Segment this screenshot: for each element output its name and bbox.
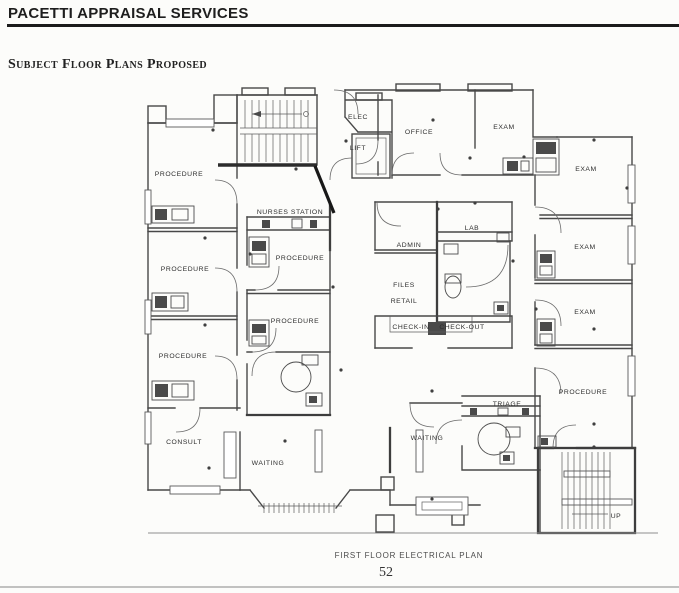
page-number: 52 (379, 565, 393, 580)
room-label-lift: LIFT (350, 145, 366, 152)
room-label-exam: EXAM (493, 124, 514, 131)
room-label-lab: LAB (465, 225, 480, 232)
room-label-procedure: PROCEDURE (276, 255, 324, 262)
room-label-exam: EXAM (574, 244, 595, 251)
room-label-retail: RETAIL (391, 298, 418, 305)
windows (144, 118, 636, 516)
room-label-consult: CONSULT (166, 439, 202, 446)
room-label-procedure: PROCEDURE (155, 171, 203, 178)
room-label-files: FILES (393, 282, 415, 289)
electrical-symbols (203, 118, 629, 501)
room-label-procedure: PROCEDURE (161, 266, 209, 273)
plan-caption: FIRST FLOOR ELECTRICAL PLAN (334, 551, 484, 560)
annotation-line (313, 165, 336, 214)
room-label-exam: EXAM (574, 309, 595, 316)
report-subtitle: Subject Floor Plans Proposed (8, 57, 208, 72)
bottom-edge-line (0, 586, 679, 588)
room-label-admin: ADMIN (397, 242, 422, 249)
room-label-nurses-station: NURSES STATION (257, 209, 323, 216)
room-label-procedure: PROCEDURE (559, 389, 607, 396)
stair-treads (240, 100, 611, 529)
fixtures (151, 138, 560, 465)
room-label-procedure: PROCEDURE (271, 318, 319, 325)
room-label-check-in: CHECK-IN (392, 324, 429, 331)
room-label-office: OFFICE (405, 129, 433, 136)
room-label-triage: TRIAGE (493, 401, 522, 408)
room-label-waiting: WAITING (252, 460, 285, 467)
report-header: PACETTI APPRAISAL SERVICES (8, 5, 249, 22)
room-label-exam: EXAM (575, 166, 596, 173)
room-label-procedure: PROCEDURE (159, 353, 207, 360)
room-label-up: UP (611, 513, 622, 520)
door-arcs (175, 89, 577, 449)
room-label-elec: ELEC (348, 114, 368, 121)
room-label-check-out: CHECK-OUT (439, 324, 484, 331)
room-label-waiting: WAITING (411, 435, 444, 442)
room-labels: PROCEDURE PROCEDURE PROCEDURE NURSES STATIO… (155, 114, 621, 520)
header-rule (7, 24, 679, 27)
